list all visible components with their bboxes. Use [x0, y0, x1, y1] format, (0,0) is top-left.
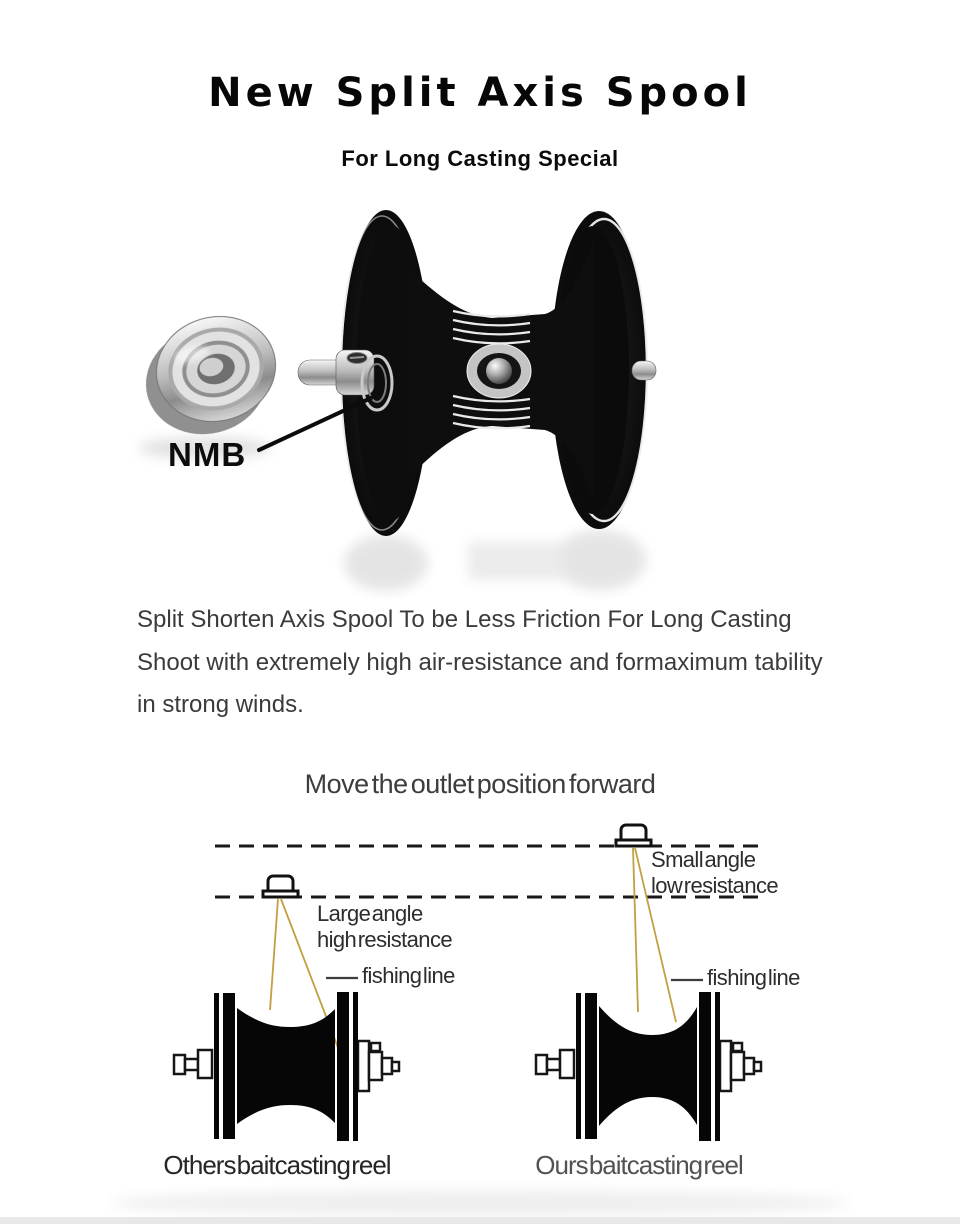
bottom-divider: [0, 1217, 960, 1224]
diagram-reflection: [110, 1190, 850, 1216]
page-subtitle: For Long Casting Special: [341, 146, 619, 171]
small-angle-label: Small angle low resistance: [651, 847, 779, 898]
fishing-line-label-right: fishing line: [707, 965, 800, 990]
others-reel-caption: Others baitcasting reel: [163, 1150, 391, 1180]
spool-image: [297, 210, 657, 536]
left-shaft: [297, 349, 394, 412]
ours-spool-silhouette: [534, 992, 763, 1141]
line-guide-icon-left: [261, 874, 300, 899]
others-spool-silhouette: [172, 992, 401, 1141]
fishing-line-label-left: fishing line: [362, 963, 455, 988]
description-line: in strong winds.: [137, 691, 304, 718]
large-angle-label: Large angle high resistance: [317, 901, 453, 952]
description-line: Split Shorten Axis Spool To be Less Fric…: [137, 606, 792, 633]
description-line: Shoot with extremely high air-resistance…: [137, 648, 823, 676]
bearing-brand-label: NMB: [168, 436, 247, 473]
comparison-diagram: [110, 823, 850, 1216]
fishing-line-right-a: [632, 847, 639, 1013]
diagram-heading: Move the outlet position forward: [304, 769, 656, 799]
page-title: New Split Axis Spool: [208, 70, 752, 116]
hero-product-image: [139, 210, 657, 591]
ball-bearing-image: [145, 315, 277, 435]
barrel-stripes: [452, 309, 531, 430]
ours-reel-caption: Ours baitcasting reel: [535, 1150, 743, 1180]
hero-reflection: [139, 437, 646, 591]
right-shaft: [631, 360, 657, 381]
nmb-pointer-line: [257, 396, 373, 452]
fishing-line-left-a: [269, 898, 279, 1011]
product-description: Split Shorten Axis Spool To be Less Fric…: [137, 599, 877, 727]
line-guide-icon-right: [614, 823, 653, 848]
fishing-line-right-b: [634, 847, 677, 1023]
